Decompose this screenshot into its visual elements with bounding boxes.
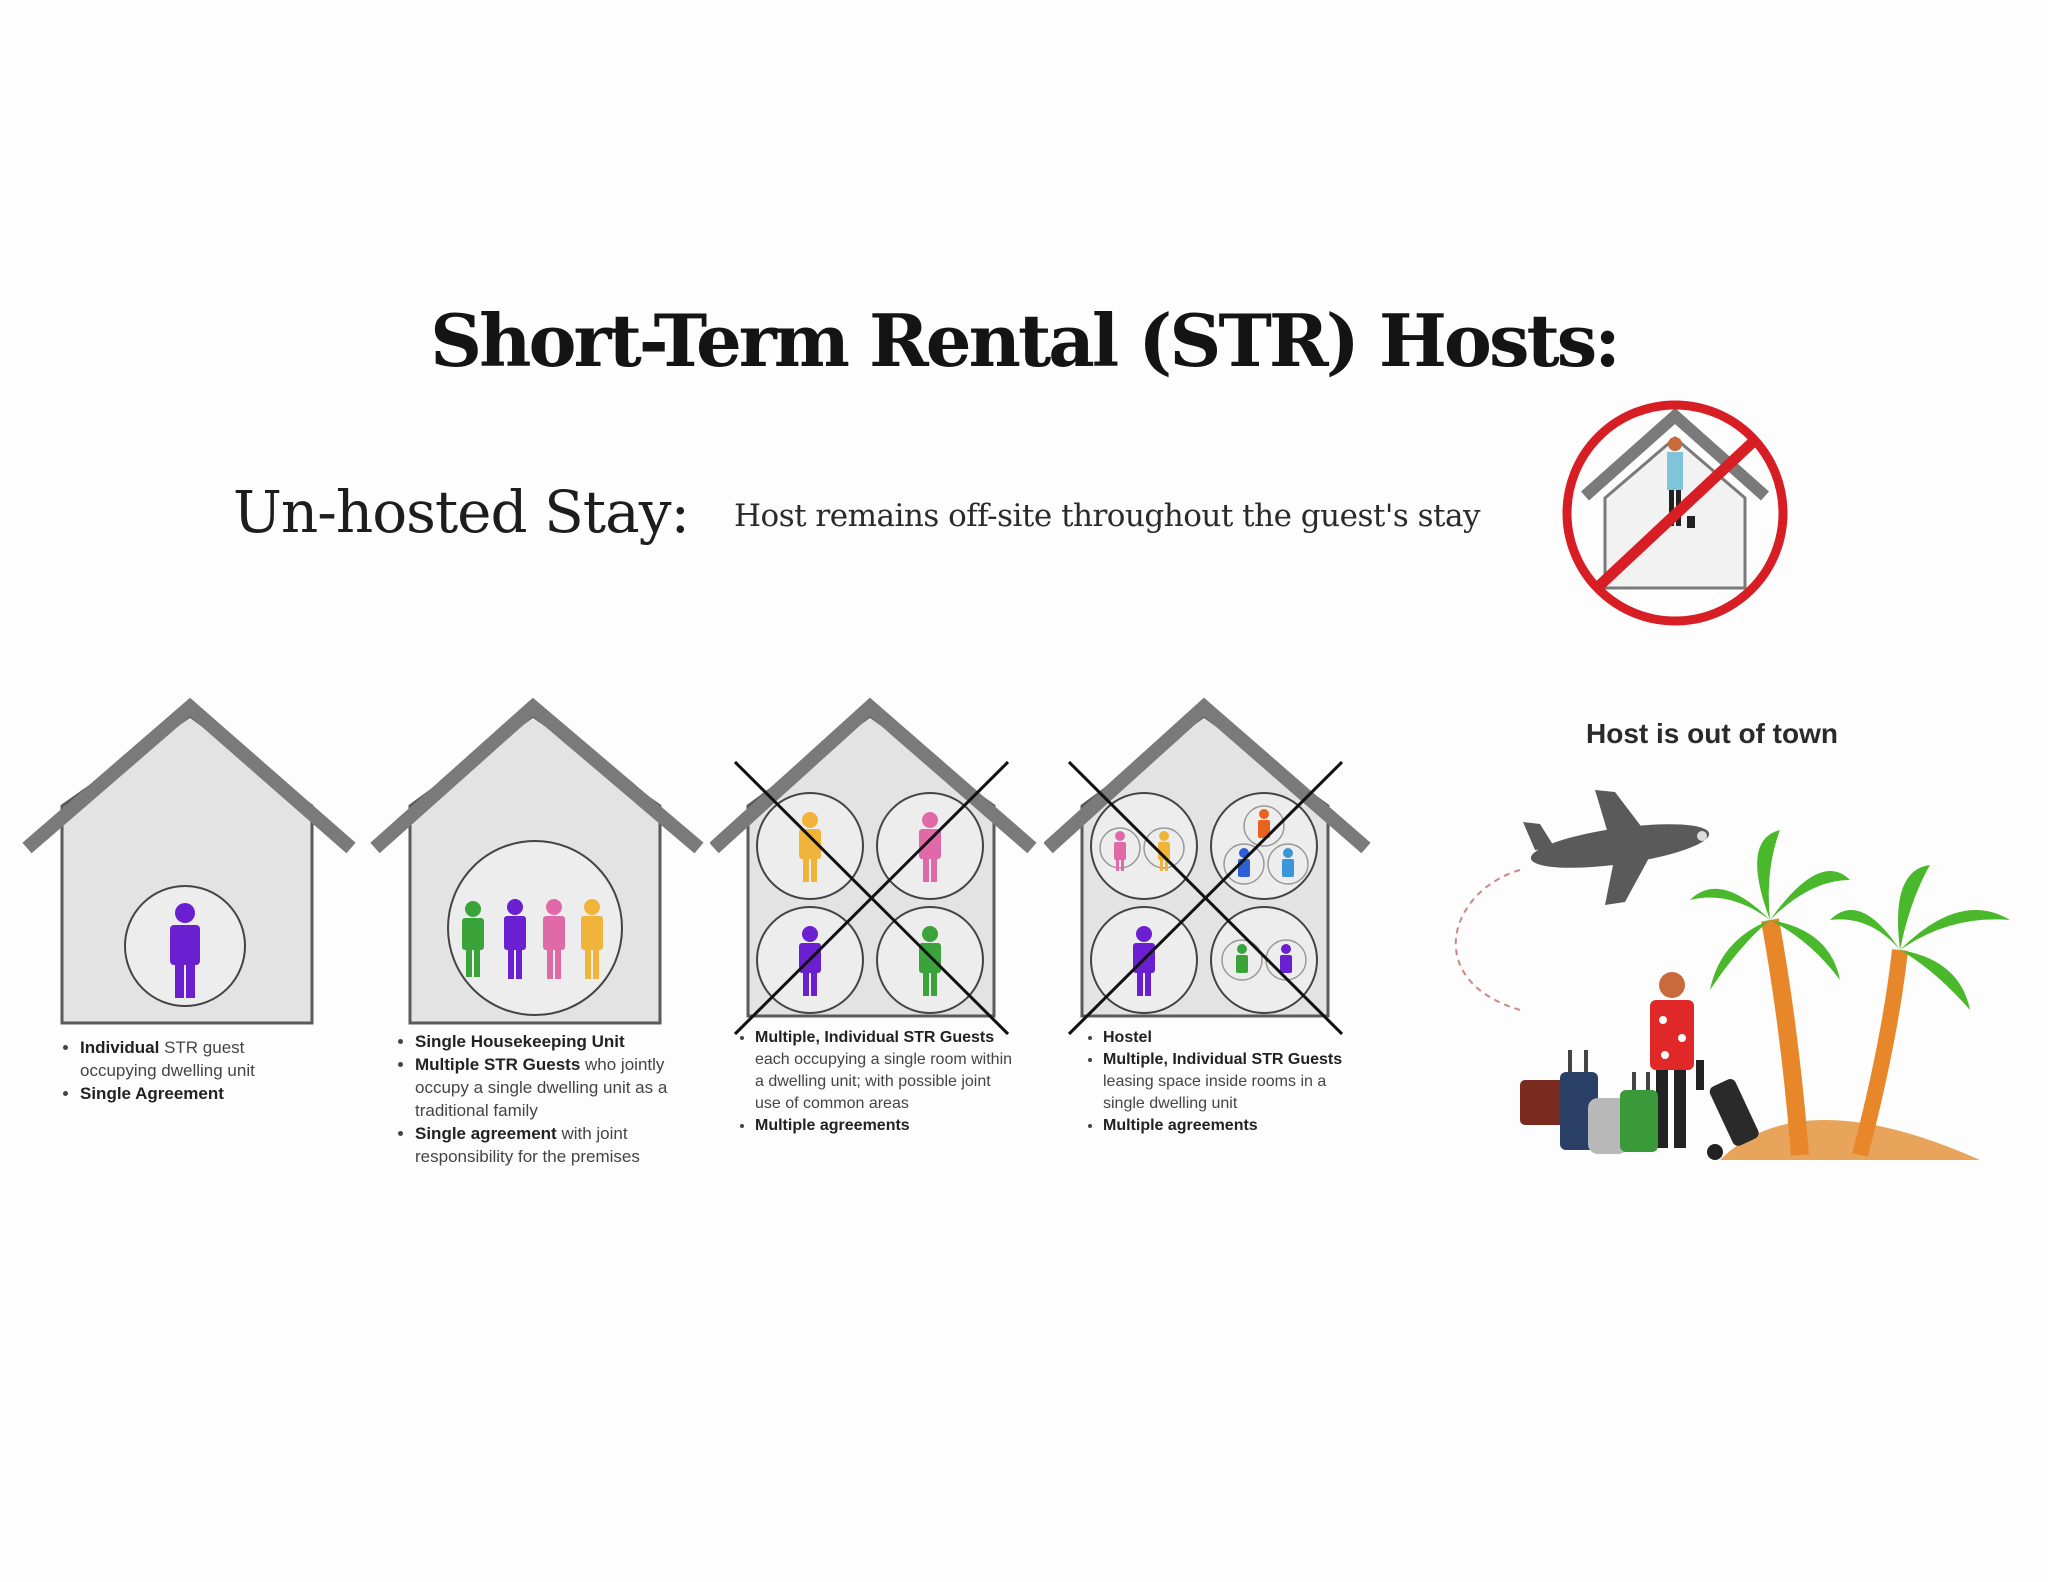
caption-item: Multiple, Individual STR Guests each occ… bbox=[755, 1027, 1015, 1115]
caption-item: Multiple, Individual STR Guests leasing … bbox=[1103, 1049, 1343, 1115]
island-sand bbox=[1720, 1120, 1980, 1160]
page-title: Short-Term Rental (STR) Hosts: bbox=[430, 298, 1621, 383]
cross-out-mark bbox=[733, 760, 1010, 1036]
travel-scene bbox=[1454, 790, 2010, 1160]
house-single-housekeeping-unit bbox=[370, 697, 704, 1025]
no-host-in-house-icon bbox=[1562, 400, 1788, 626]
airplane-icon bbox=[1523, 790, 1710, 905]
caption-item: Single Agreement bbox=[80, 1082, 320, 1105]
section-heading: Un-hosted Stay: bbox=[233, 478, 690, 546]
house-individual-guest bbox=[22, 697, 356, 1025]
caption-item: Hostel bbox=[1103, 1027, 1343, 1049]
travel-heading: Host is out of town bbox=[1586, 718, 1838, 749]
palm-tree-icon bbox=[1690, 830, 2010, 1158]
caption-item: Single Housekeeping Unit bbox=[415, 1030, 675, 1053]
caption-single-housekeeping-unit: Single Housekeeping Unit Multiple STR Gu… bbox=[395, 1030, 675, 1168]
caption-individual-room-guests: Multiple, Individual STR Guests each occ… bbox=[735, 1027, 1015, 1137]
guest-group-icon bbox=[462, 899, 603, 979]
caption-item: Individual STR guest occupying dwelling … bbox=[80, 1036, 320, 1082]
caption-item: Single agreement with joint responsibili… bbox=[415, 1122, 675, 1168]
house-hostel bbox=[1044, 697, 1371, 1036]
guest-figure-icon bbox=[170, 903, 200, 998]
caption-hostel: Hostel Multiple, Individual STR Guests l… bbox=[1083, 1027, 1343, 1137]
caption-item: Multiple agreements bbox=[1103, 1115, 1343, 1137]
caption-item: Multiple STR Guests who jointly occupy a… bbox=[415, 1053, 675, 1122]
caption-individual-guest: Individual STR guest occupying dwelling … bbox=[60, 1036, 320, 1105]
cross-out-mark bbox=[1067, 760, 1344, 1036]
traveler-icon bbox=[1650, 972, 1704, 1148]
caption-item: Multiple agreements bbox=[755, 1115, 1015, 1137]
luggage-icon bbox=[1520, 1050, 1759, 1160]
house-individual-room-guests bbox=[710, 697, 1037, 1036]
section-description: Host remains off-site throughout the gue… bbox=[734, 498, 1480, 534]
